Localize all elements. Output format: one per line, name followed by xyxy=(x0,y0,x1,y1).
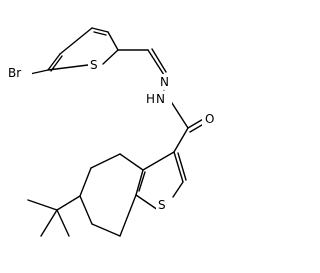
bond xyxy=(151,48,167,73)
bond xyxy=(119,153,144,171)
bond xyxy=(50,55,63,72)
bond xyxy=(47,64,89,71)
bond xyxy=(59,27,93,55)
bond xyxy=(172,181,184,198)
bond xyxy=(119,194,137,237)
bond xyxy=(56,209,70,237)
bond xyxy=(138,171,146,192)
bond xyxy=(147,49,165,76)
bond xyxy=(29,69,49,75)
bond xyxy=(173,151,184,183)
bond xyxy=(173,127,189,153)
bond xyxy=(93,31,107,36)
bond xyxy=(40,209,58,237)
tert-butyl-group xyxy=(27,195,81,237)
bond xyxy=(142,151,175,171)
bond xyxy=(47,53,61,71)
bond xyxy=(135,169,144,196)
bromothiophene-ring xyxy=(47,27,119,72)
carbonyl-oxygen-label: O xyxy=(205,112,214,126)
bond xyxy=(135,194,159,211)
bond xyxy=(79,167,92,197)
bond xyxy=(56,195,81,211)
bond xyxy=(27,199,58,211)
benzothiophene-sulfur-label: S xyxy=(158,198,166,212)
bromine-label: Br xyxy=(8,66,21,80)
atom-labels: Br S N H N O S xyxy=(6,58,218,212)
amide-nitrogen-label: N xyxy=(156,92,165,106)
hydrazone-nitrogen-label: N xyxy=(160,75,169,89)
molecule-structure: Br S N H N O S xyxy=(6,27,218,237)
bond xyxy=(169,99,189,129)
bond xyxy=(102,49,119,65)
bond xyxy=(107,31,119,51)
amide-h-label: H xyxy=(146,92,155,106)
benzothiophene-core xyxy=(79,151,187,237)
thiophene-sulfur-label: S xyxy=(90,58,98,72)
bond xyxy=(79,195,93,225)
bond xyxy=(177,152,187,181)
bond xyxy=(91,223,121,237)
bond xyxy=(90,153,121,169)
bond xyxy=(91,27,109,33)
